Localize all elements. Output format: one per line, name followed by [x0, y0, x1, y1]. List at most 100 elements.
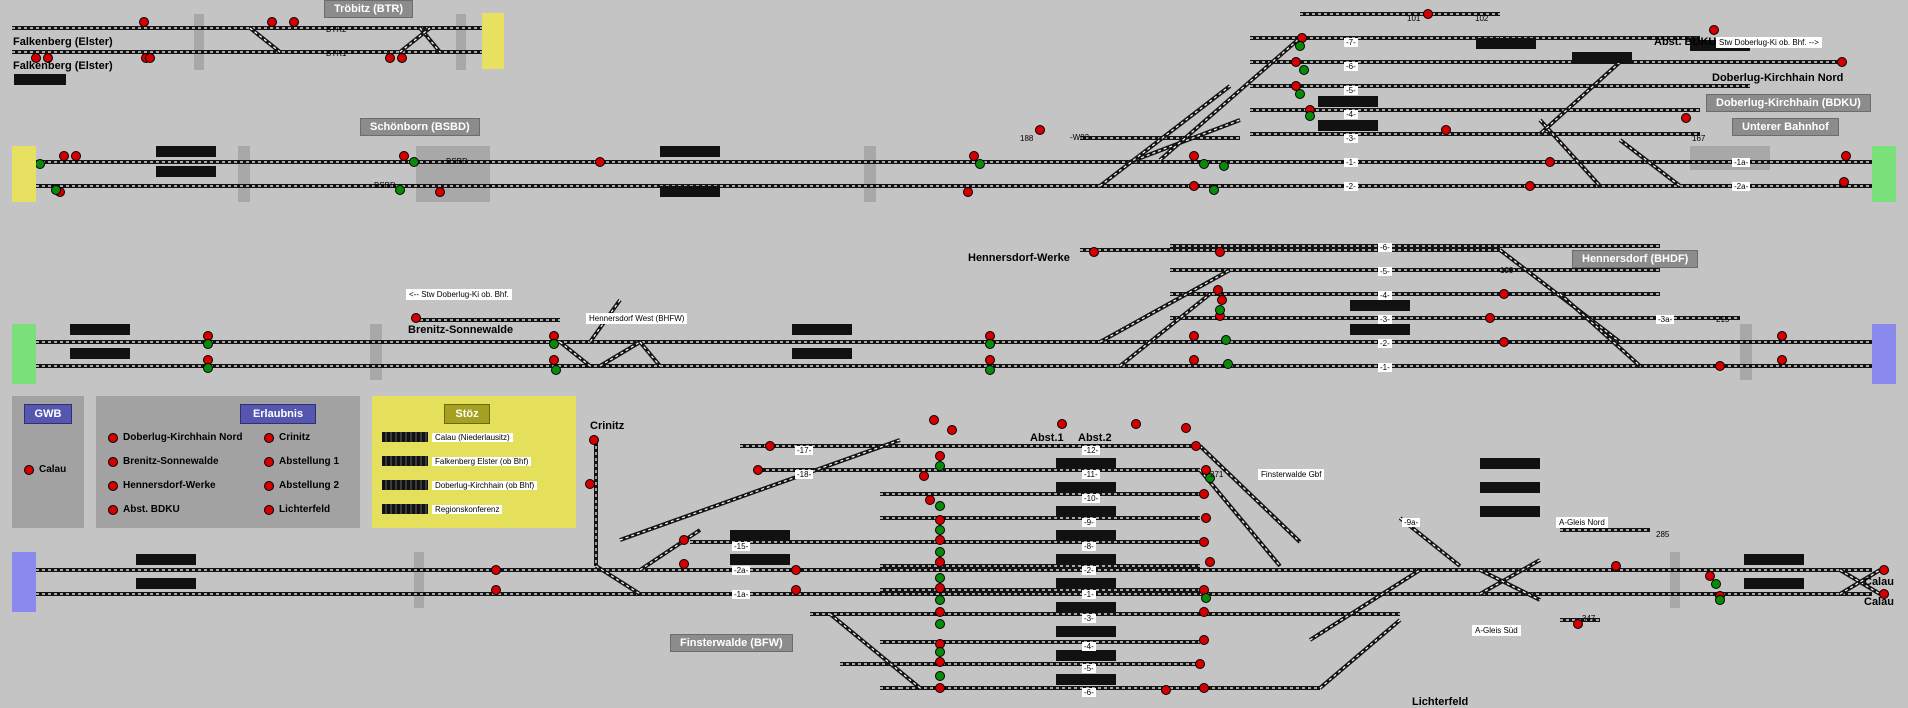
signal-icon[interactable]	[1681, 113, 1691, 123]
erlaubnis-item[interactable]: Abstellung 1	[264, 456, 339, 467]
signal-icon[interactable]	[935, 515, 945, 525]
signal-icon[interactable]	[491, 585, 501, 595]
train-number-field[interactable]	[792, 348, 852, 359]
station-header-unterer[interactable]: Unterer Bahnhof	[1732, 118, 1839, 136]
signal-icon[interactable]	[203, 363, 213, 373]
signal-icon[interactable]	[1199, 537, 1209, 547]
train-number-field[interactable]	[1350, 300, 1410, 311]
signal-icon[interactable]	[1573, 619, 1583, 629]
signal-icon[interactable]	[791, 565, 801, 575]
train-number-field[interactable]	[1056, 602, 1116, 613]
station-header-doberlug[interactable]: Doberlug-Kirchhain (BDKU)	[1706, 94, 1871, 112]
signal-icon[interactable]	[1837, 57, 1847, 67]
signal-icon[interactable]	[551, 365, 561, 375]
signal-icon[interactable]	[1423, 9, 1433, 19]
signal-icon[interactable]	[935, 583, 945, 593]
signal-icon[interactable]	[409, 157, 419, 167]
signal-icon[interactable]	[1199, 607, 1209, 617]
signal-icon[interactable]	[289, 17, 299, 27]
signal-icon[interactable]	[1839, 177, 1849, 187]
signal-icon[interactable]	[1485, 313, 1495, 323]
signal-icon[interactable]	[679, 559, 689, 569]
signal-icon[interactable]	[925, 495, 935, 505]
signal-icon[interactable]	[1295, 89, 1305, 99]
train-number-field[interactable]	[1476, 38, 1536, 49]
signal-icon[interactable]	[1181, 423, 1191, 433]
signal-icon[interactable]	[411, 313, 421, 323]
signal-icon[interactable]	[549, 355, 559, 365]
signal-icon[interactable]	[1213, 285, 1223, 295]
signal-icon[interactable]	[963, 187, 973, 197]
signal-icon[interactable]	[1199, 683, 1209, 693]
train-number-field[interactable]	[1318, 120, 1378, 131]
train-number-field[interactable]	[730, 554, 790, 565]
signal-icon[interactable]	[753, 465, 763, 475]
station-header-finsterwalde[interactable]: Finsterwalde (BFW)	[670, 634, 793, 652]
erlaubnis-item[interactable]: Brenitz-Sonnewalde	[108, 456, 219, 467]
signal-icon[interactable]	[1777, 331, 1787, 341]
signal-icon[interactable]	[935, 619, 945, 629]
signal-icon[interactable]	[1499, 289, 1509, 299]
train-number-field[interactable]	[1056, 650, 1116, 661]
signal-icon[interactable]	[1217, 295, 1227, 305]
signal-icon[interactable]	[935, 671, 945, 681]
train-number-field[interactable]	[1744, 578, 1804, 589]
train-number-field[interactable]	[136, 578, 196, 589]
signal-icon[interactable]	[51, 185, 61, 195]
signal-icon[interactable]	[935, 595, 945, 605]
signal-icon[interactable]	[491, 565, 501, 575]
signal-icon[interactable]	[935, 451, 945, 461]
stoz-item[interactable]: Calau (Niederlausitz)	[382, 432, 513, 442]
signal-icon[interactable]	[1841, 151, 1851, 161]
erlaubnis-item[interactable]: Lichterfeld	[264, 504, 330, 515]
track-segment[interactable]	[1098, 84, 1232, 188]
signal-icon[interactable]	[1291, 57, 1301, 67]
signal-icon[interactable]	[145, 53, 155, 63]
signal-icon[interactable]	[935, 501, 945, 511]
signal-icon[interactable]	[1299, 65, 1309, 75]
signal-icon[interactable]	[935, 647, 945, 657]
signal-icon[interactable]	[399, 151, 409, 161]
signal-icon[interactable]	[1199, 489, 1209, 499]
signal-icon[interactable]	[969, 151, 979, 161]
train-number-field[interactable]	[1480, 506, 1540, 517]
signal-icon[interactable]	[35, 159, 45, 169]
train-number-field[interactable]	[156, 146, 216, 157]
train-number-field[interactable]	[1056, 626, 1116, 637]
signal-icon[interactable]	[1201, 465, 1211, 475]
line-end-west-3[interactable]	[12, 552, 36, 612]
signal-icon[interactable]	[1199, 159, 1209, 169]
train-number-field[interactable]	[1056, 506, 1116, 517]
signal-icon[interactable]	[935, 461, 945, 471]
train-number-field[interactable]	[1480, 458, 1540, 469]
track-segment[interactable]	[1538, 60, 1622, 136]
signal-icon[interactable]	[1221, 335, 1231, 345]
line-end-west-2[interactable]	[12, 324, 36, 384]
signal-icon[interactable]	[1711, 579, 1721, 589]
station-header-troebitz[interactable]: Tröbitz (BTR)	[324, 0, 414, 18]
signal-icon[interactable]	[1709, 25, 1719, 35]
signal-icon[interactable]	[31, 53, 41, 63]
signal-icon[interactable]	[267, 17, 277, 27]
signal-icon[interactable]	[1223, 359, 1233, 369]
station-header-schoenborn[interactable]: Schönborn (BSBD)	[360, 118, 480, 136]
signal-icon[interactable]	[43, 53, 53, 63]
signal-icon[interactable]	[1215, 305, 1225, 315]
signal-icon[interactable]	[985, 355, 995, 365]
signal-icon[interactable]	[935, 683, 945, 693]
signal-icon[interactable]	[1879, 565, 1889, 575]
signal-icon[interactable]	[975, 159, 985, 169]
signal-icon[interactable]	[1201, 593, 1211, 603]
signal-icon[interactable]	[765, 441, 775, 451]
signal-icon[interactable]	[549, 339, 559, 349]
signal-icon[interactable]	[435, 187, 445, 197]
signal-icon[interactable]	[395, 185, 405, 195]
signal-icon[interactable]	[985, 339, 995, 349]
train-number-field[interactable]	[1056, 482, 1116, 493]
train-number-field[interactable]	[660, 186, 720, 197]
signal-icon[interactable]	[1057, 419, 1067, 429]
train-number-field[interactable]	[70, 348, 130, 359]
signal-icon[interactable]	[1205, 473, 1215, 483]
signal-icon[interactable]	[791, 585, 801, 595]
track-segment[interactable]	[1558, 292, 1642, 368]
